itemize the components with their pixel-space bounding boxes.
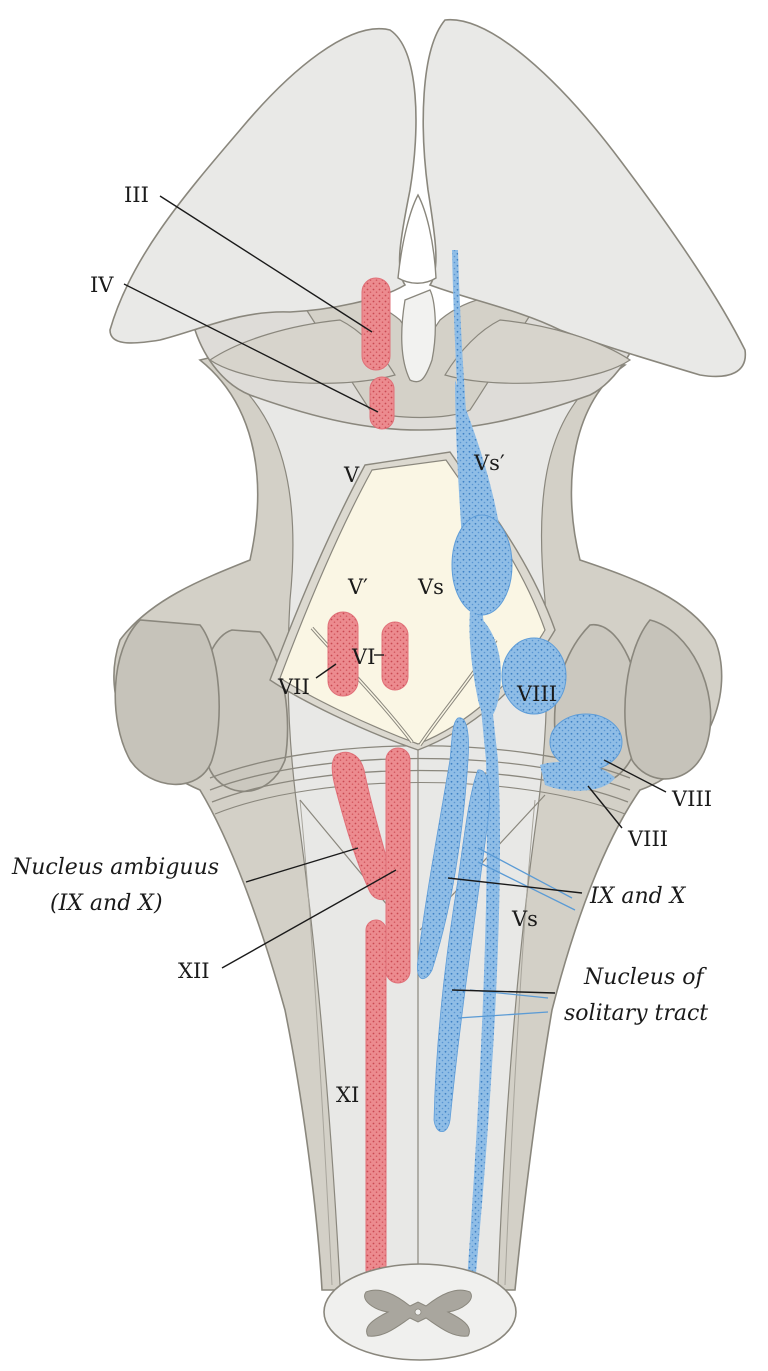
nucleus-solitary-tract xyxy=(417,717,469,980)
label-Vs-prime: Vs′ xyxy=(473,451,505,475)
nucleus-VII xyxy=(327,611,359,697)
cerebral-hemispheres xyxy=(109,19,747,384)
label-Vs-upper: Vs xyxy=(417,575,444,599)
motor-nuclei xyxy=(327,277,411,1281)
nucleus-Vs xyxy=(451,514,513,616)
label-III: III xyxy=(124,183,149,207)
label-VII: VII xyxy=(277,675,310,699)
nucleus-VI xyxy=(381,621,409,691)
labels: III IV V Vs′ V′ Vs VI VII VIII VIII VIII… xyxy=(11,183,712,1107)
label-V-prime: V′ xyxy=(347,575,368,599)
sensory-nuclei xyxy=(417,250,623,1295)
label-IX-and-X: IX and X xyxy=(589,884,687,909)
label-solitary-2: solitary tract xyxy=(564,1001,708,1026)
nucleus-III xyxy=(361,277,391,371)
nucleus-XI xyxy=(365,919,387,1281)
label-VIII-lateral-1: VIII xyxy=(671,787,712,811)
nucleus-Vs-prime xyxy=(455,380,500,554)
nucleus-VIII-lateral xyxy=(549,713,623,771)
label-V: V xyxy=(343,463,360,487)
nucleus-VIII-fossa xyxy=(501,637,567,715)
label-VI: VI xyxy=(351,645,375,669)
label-nucleus-ambiguus-1: Nucleus ambiguus xyxy=(11,855,219,880)
spinal-cord-section xyxy=(323,1263,517,1361)
label-XII: XII xyxy=(178,959,210,983)
leader-lines xyxy=(123,195,667,994)
label-VIII-fossa: VIII xyxy=(516,682,557,706)
label-IV: IV xyxy=(90,273,114,297)
nucleus-IV xyxy=(369,376,395,430)
label-nucleus-ambiguus-2: (IX and X) xyxy=(50,891,163,916)
label-VIII-lateral-2: VIII xyxy=(627,827,668,851)
trigeminal-tract xyxy=(452,250,500,1295)
label-XI: XI xyxy=(336,1083,359,1107)
nucleus-XII xyxy=(385,747,411,984)
label-solitary-1: Nucleus of xyxy=(583,965,707,990)
label-Vs-lower: Vs xyxy=(511,907,538,931)
